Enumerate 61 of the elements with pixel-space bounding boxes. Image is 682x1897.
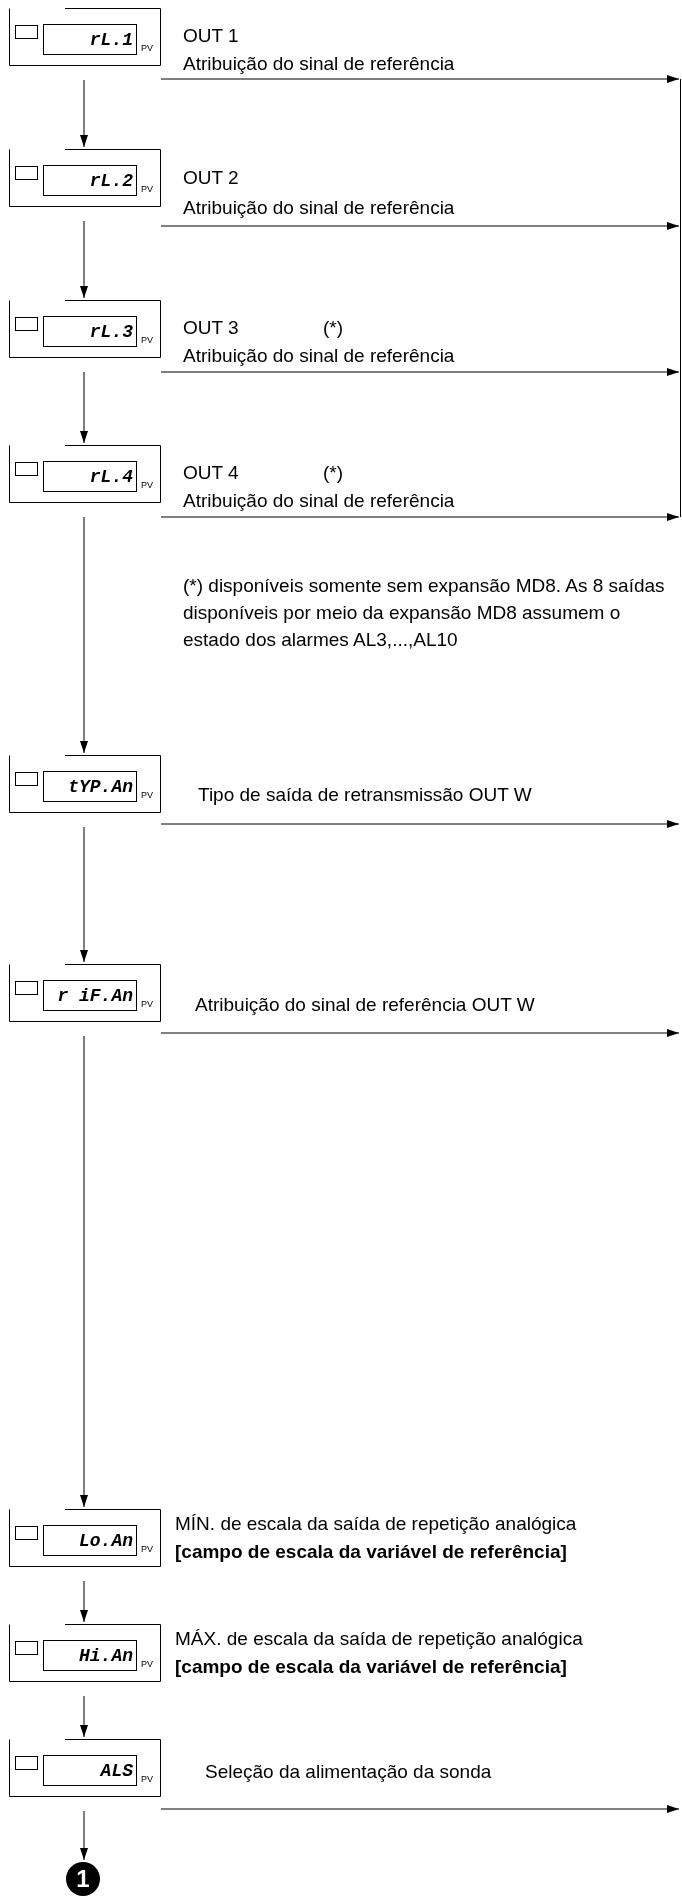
parameter-description: Atribuição do sinal de referência OUT W (195, 993, 535, 1017)
display-panel (9, 1624, 161, 1682)
pv-label: PV (141, 1000, 153, 1009)
arrow (160, 513, 680, 521)
parameter-description: MÁX. de escala da saída de repetição analógica (175, 1627, 583, 1651)
arrow (80, 1810, 88, 1861)
segment-display: rL.2 (43, 165, 137, 196)
segment-display: rL.4 (43, 461, 137, 492)
arrow (160, 1029, 680, 1037)
parameter-description: OUT 2 (183, 166, 239, 190)
pv-label: PV (141, 185, 153, 194)
segment-display: rL.1 (43, 24, 137, 55)
parameter-description: OUT 1 (183, 24, 239, 48)
parameter-description: (*) (323, 461, 344, 485)
arrow (160, 368, 680, 376)
parameter-description: OUT 3 (183, 316, 239, 340)
parameter-description: Atribuição do sinal de referência (183, 52, 455, 76)
pv-label: PV (141, 1660, 153, 1669)
arrow (80, 371, 88, 444)
pv-label: PV (141, 44, 153, 53)
pv-label: PV (141, 1545, 153, 1554)
arrow (160, 1805, 680, 1813)
display-panel (9, 8, 161, 66)
parameter-description: OUT 4 (183, 461, 239, 485)
segment-display: Lo.An (43, 1525, 137, 1556)
parameter-description: [campo de escala da variável de referência] (175, 1655, 567, 1679)
display-panel (9, 445, 161, 503)
pv-label: PV (141, 1775, 153, 1784)
parameter-description: Tipo de saída de retransmissão OUT W (198, 783, 532, 807)
pv-label: PV (141, 481, 153, 490)
parameter-description: (*) (323, 316, 344, 340)
arrow (80, 1580, 88, 1623)
arrow (80, 826, 88, 963)
parameter-description: Seleção da alimentação da sonda (205, 1760, 492, 1784)
footnote-text: (*) disponíveis somente sem expansão MD8. As 8 saídas disponíveis por meio da expansão MD8 assumem o estado dos alarmes AL3,...,AL10 (183, 574, 666, 652)
segment-display: Hi.An (43, 1640, 137, 1671)
parameter-description: Atribuição do sinal de referência (183, 196, 455, 220)
segment-display: tYP.An (43, 771, 137, 802)
parameter-description: Atribuição do sinal de referência (183, 489, 455, 513)
segment-display: rL.3 (43, 316, 137, 347)
display-panel (9, 300, 161, 358)
parameter-description: Atribuição do sinal de referência (183, 344, 455, 368)
parameter-description: MÍN. de escala da saída de repetição analógica (175, 1512, 577, 1536)
arrow (160, 820, 680, 828)
segment-display: ALS (43, 1755, 137, 1786)
arrow (80, 1035, 88, 1508)
parameter-description: [campo de escala da variável de referência] (175, 1540, 567, 1564)
segment-display: r iF.An (43, 980, 137, 1011)
display-panel (9, 1739, 161, 1797)
arrow (80, 516, 88, 754)
arrow (80, 220, 88, 299)
display-panel (9, 964, 161, 1022)
display-panel (9, 1509, 161, 1567)
arrow (160, 222, 680, 230)
arrow (160, 75, 680, 83)
pv-label: PV (141, 791, 153, 800)
arrow (80, 79, 88, 148)
pv-label: PV (141, 336, 153, 345)
display-panel (9, 149, 161, 207)
arrow (80, 1695, 88, 1738)
display-panel (9, 755, 161, 813)
